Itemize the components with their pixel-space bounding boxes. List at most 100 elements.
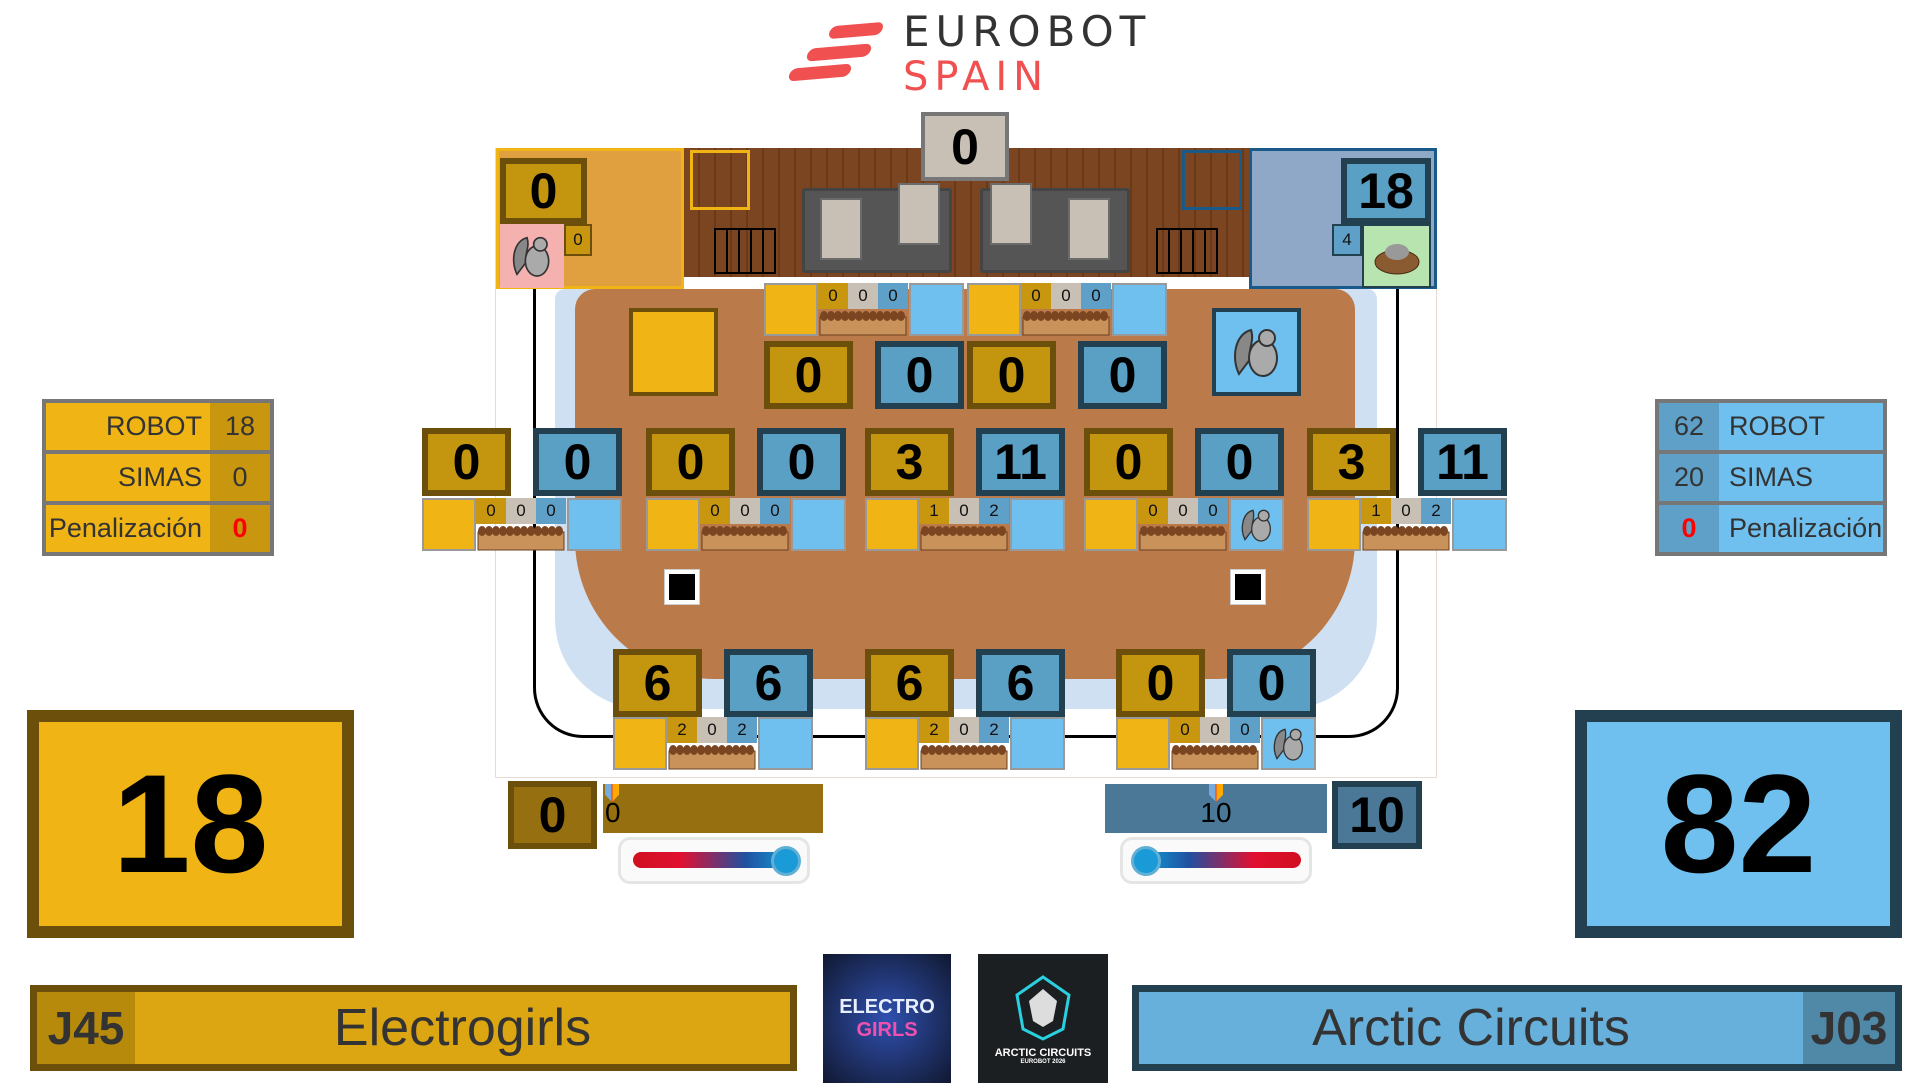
nest-count: 0	[878, 283, 908, 309]
yellow-thermo-bar: 0	[603, 784, 823, 833]
blue-zone-score: 0	[1078, 341, 1167, 409]
yellow-zone-score: 0	[764, 341, 853, 409]
squirrel-icon	[1241, 509, 1271, 542]
thermometer-tube	[1141, 852, 1301, 868]
plank	[820, 198, 862, 260]
yellow-team-name: Electrogirls	[333, 999, 592, 1057]
blue-zone-block	[567, 498, 622, 551]
blue-corner-nest	[1362, 224, 1431, 288]
nest-count: 0	[697, 717, 727, 743]
nest-count: 0	[506, 498, 536, 524]
nest-count: 1	[919, 498, 949, 524]
yellow-zone-block	[967, 283, 1021, 336]
yellow-zone-block	[1084, 498, 1138, 551]
yellow-zone-block	[422, 498, 476, 551]
value: 18	[210, 403, 270, 450]
nest-count: 0	[848, 283, 878, 309]
aruco-marker-left	[664, 569, 700, 605]
thermometer-bulb	[771, 846, 801, 876]
nest-count: 0	[1391, 498, 1421, 524]
blue-zone-block	[1261, 717, 1316, 770]
value: 0	[1659, 505, 1719, 552]
blue-zone-block	[1229, 498, 1284, 551]
blue-zone-score: 11	[1418, 428, 1507, 496]
nest-count: 2	[727, 717, 757, 743]
blue-start-marker	[1182, 150, 1242, 210]
yellow-zone-square	[629, 308, 718, 396]
nest-count: 2	[667, 717, 697, 743]
value: 0	[210, 505, 270, 552]
blue-zone-block	[1010, 717, 1065, 770]
yellow-corner-count: 0	[564, 224, 592, 256]
yellow-total-score: 18	[27, 710, 354, 938]
nut-crate-icon	[1138, 524, 1229, 551]
nest-count: 2	[979, 498, 1009, 524]
yellow-zone-score: 6	[613, 649, 702, 717]
blue-team-name: Arctic Circuits	[1312, 999, 1630, 1057]
label: SIMAS	[46, 454, 210, 501]
nest-count: 0	[1200, 717, 1230, 743]
nut-crate-icon	[818, 309, 909, 336]
blue-squirrel-zone	[1212, 308, 1301, 396]
blue-team-bar: Arctic Circuits J03	[1132, 985, 1902, 1071]
yellow-zone-score: 6	[865, 649, 954, 717]
yellow-start-marker	[690, 150, 750, 210]
yellow-zone-score: 0	[967, 341, 1056, 409]
blue-thermometer	[1120, 837, 1312, 884]
blue-zone-block	[1452, 498, 1507, 551]
blue-zone-block	[1010, 498, 1065, 551]
yellow-zone-score: 0	[646, 428, 735, 496]
yellow-zone-score: 0	[1116, 649, 1205, 717]
nest-count: 0	[700, 498, 730, 524]
nest-count: 0	[760, 498, 790, 524]
blue-thermo-score: 10	[1332, 781, 1422, 849]
blue-corner-count: 4	[1332, 224, 1362, 256]
blue-zone-score: 0	[757, 428, 846, 496]
yellow-corner-score: 0	[500, 158, 587, 224]
nest-count: 0	[730, 498, 760, 524]
yellow-zone-block	[646, 498, 700, 551]
logo-stripe	[805, 43, 873, 62]
blue-zone-block	[758, 717, 813, 770]
plank	[1068, 198, 1110, 260]
nest-count: 2	[979, 717, 1009, 743]
nut-crate-icon	[919, 743, 1010, 770]
blue-zone-block	[791, 498, 846, 551]
yellow-zone-block	[764, 283, 818, 336]
yellow-zone-block	[865, 498, 919, 551]
blue-zone-block	[909, 283, 964, 336]
blue-zone-score: 6	[976, 649, 1065, 717]
grate-left	[714, 228, 776, 274]
yellow-zone-block	[1307, 498, 1361, 551]
thermometer-flame-icon	[1209, 784, 1223, 802]
blue-zone-score: 0	[533, 428, 622, 496]
nest-count: 2	[919, 717, 949, 743]
nest-count: 0	[1198, 498, 1228, 524]
blue-zone-score: 0	[1227, 649, 1316, 717]
thermometer-bulb	[1131, 846, 1161, 876]
nest-count: 0	[476, 498, 506, 524]
nut-crate-icon	[1170, 743, 1261, 770]
yellow-zone-score: 3	[865, 428, 954, 496]
value: 0	[210, 454, 270, 501]
grate-right	[1156, 228, 1218, 274]
label: SIMAS	[1719, 454, 1883, 501]
logo-stripe	[787, 63, 853, 82]
blue-zone-score: 0	[1195, 428, 1284, 496]
nest-count: 0	[949, 717, 979, 743]
yellow-thermo-score: 0	[508, 781, 597, 849]
nest-count: 0	[1081, 283, 1111, 309]
nest-count: 0	[1021, 283, 1051, 309]
nest-count: 2	[1421, 498, 1451, 524]
aruco-marker-right	[1230, 569, 1266, 605]
blue-zone-score: 11	[976, 428, 1065, 496]
nut-crate-icon	[700, 524, 791, 551]
center-top-score: 0	[921, 112, 1009, 181]
plank	[990, 183, 1032, 245]
yellow-zone-block	[613, 717, 667, 770]
